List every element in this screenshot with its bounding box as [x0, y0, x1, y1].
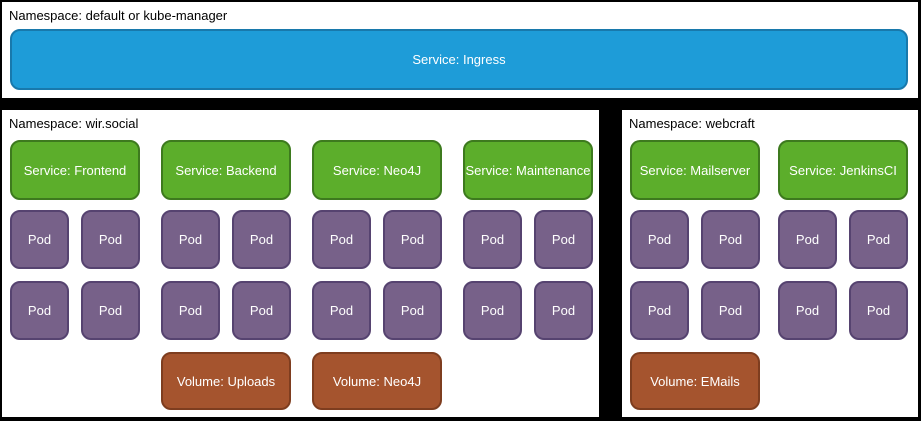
service-node: Service: JenkinsCI [778, 140, 908, 200]
namespace-box-default: Namespace: default or kube-manager Servi… [2, 2, 918, 98]
pod-node: Pod [383, 281, 442, 340]
pod-node: Pod [81, 210, 140, 269]
pod-node: Pod [463, 210, 522, 269]
pod-node: Pod [10, 210, 69, 269]
service-node: Service: Backend [161, 140, 291, 200]
pod-node: Pod [81, 281, 140, 340]
pod-node: Pod [463, 281, 522, 340]
pod-node: Pod [630, 281, 689, 340]
pod-node: Pod [161, 281, 220, 340]
volume-node: Volume: EMails [630, 352, 760, 410]
namespace-wir-social-label: Namespace: wir.social [9, 116, 139, 131]
pod-node: Pod [630, 210, 689, 269]
service-node: Service: Frontend [10, 140, 140, 200]
volume-node: Volume: Neo4J [312, 352, 442, 410]
volume-node: Volume: Uploads [161, 352, 291, 410]
service-node: Service: Mailserver [630, 140, 760, 200]
pod-node: Pod [701, 281, 760, 340]
namespace-default-label: Namespace: default or kube-manager [9, 8, 228, 23]
service-node: Service: Maintenance [463, 140, 593, 200]
pod-node: Pod [849, 210, 908, 269]
pod-node: Pod [312, 210, 371, 269]
service-node: Service: Neo4J [312, 140, 442, 200]
pod-node: Pod [10, 281, 69, 340]
namespace-webcraft-label: Namespace: webcraft [629, 116, 755, 131]
pod-node: Pod [849, 281, 908, 340]
pod-node: Pod [701, 210, 760, 269]
pod-node: Pod [778, 210, 837, 269]
pod-node: Pod [534, 210, 593, 269]
pod-node: Pod [534, 281, 593, 340]
pod-node: Pod [232, 210, 291, 269]
pod-node: Pod [161, 210, 220, 269]
pod-node: Pod [232, 281, 291, 340]
pod-node: Pod [383, 210, 442, 269]
pod-node: Pod [778, 281, 837, 340]
pod-node: Pod [312, 281, 371, 340]
service-ingress-node: Service: Ingress [10, 29, 908, 90]
